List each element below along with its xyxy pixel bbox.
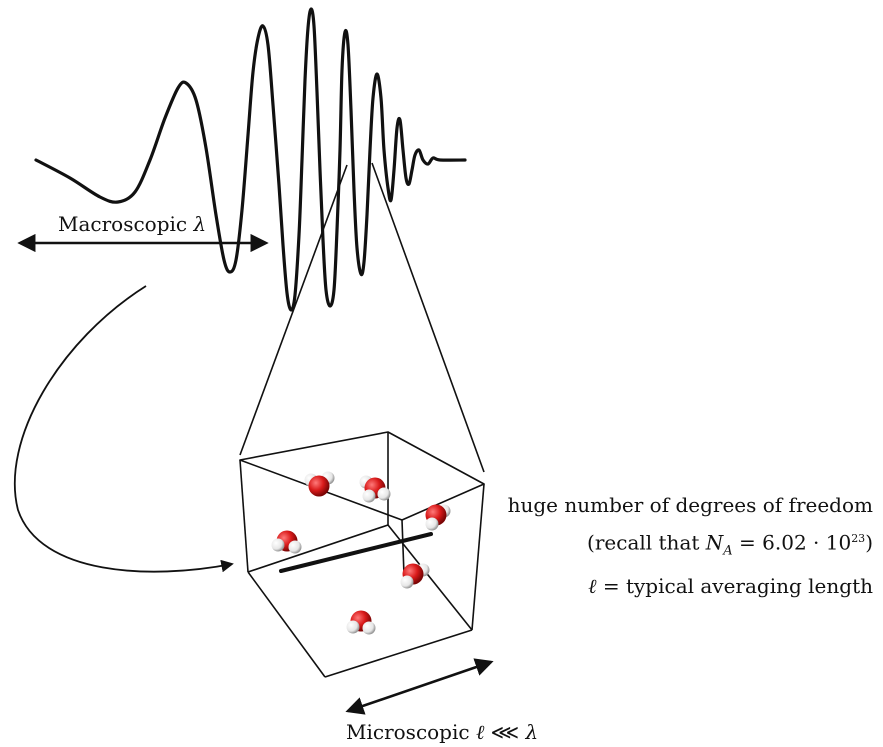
hydrogen-atom [362,621,376,635]
note-avogadro: (recall that NA = 6.02 · 1023) [508,522,873,569]
hydrogen-atom [346,620,360,634]
microscopic-label: Microscopic ℓ ⋘ λ [346,722,538,742]
avogadro-exponent: 23 [851,532,866,545]
hydrogen-atom [271,538,285,552]
note-degrees-of-freedom: huge number of degrees of freedom [507,493,873,517]
microscopic-lambda: λ [525,720,539,744]
microscopic-text: Microscopic [346,720,470,744]
avogadro-value: = 6.02 · 10 [739,530,852,555]
curved-arrow [13,285,234,573]
avogadro-symbol: N [705,530,724,555]
molecule-4 [271,530,302,554]
molecule-2 [359,475,391,503]
zoom-line-right [371,162,485,473]
zoom-line-left [239,164,348,456]
microscopic-ell: ℓ [475,720,485,744]
macroscopic-lambda: λ [193,212,207,236]
molecule-6 [346,610,376,635]
avogadro-subscript: A [723,543,733,559]
microscopic-arrow [345,658,494,715]
hydrogen-atom [400,575,414,589]
macroscopic-text: Macroscopic [58,212,188,236]
molecule-1 [304,471,335,497]
note-averaging-length: ℓ = typical averaging length [508,569,873,603]
note-avogadro-suffix: ) [865,530,873,555]
averaging-length-bar [279,532,433,573]
oxygen-atom [308,475,330,497]
annotation-notes: huge number of degrees of freedom (recal… [508,488,873,603]
averaging-length-text: = typical averaging length [602,573,873,598]
wave-packet [34,7,467,312]
molecule-3 [425,504,451,531]
hydrogen-atom [425,517,439,531]
macroscopic-label: Macroscopic λ [58,214,206,234]
averaging-length-symbol: ℓ [588,573,597,598]
molecule-5 [400,563,430,589]
water-molecules [271,471,451,635]
note-avogadro-prefix: (recall that [587,530,700,555]
averaging-cube [239,431,485,678]
hydrogen-atom [362,489,376,503]
microscopic-relation: ⋘ [490,720,520,744]
hydrogen-atom [288,540,302,554]
hydrogen-atom [377,487,391,501]
